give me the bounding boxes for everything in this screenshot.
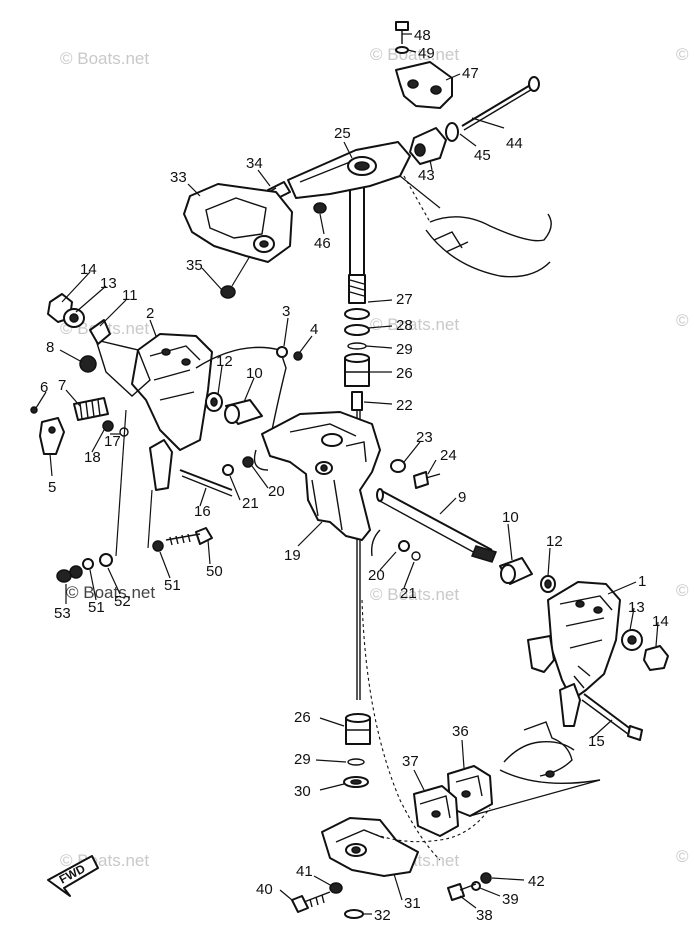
- clamp-bracket-right: [527, 581, 621, 727]
- callout-label: 28: [396, 317, 413, 334]
- callout-label: 20: [268, 483, 285, 500]
- callout-label: 49: [418, 45, 435, 62]
- callout-label: 34: [246, 155, 263, 172]
- callout-label: 25: [334, 125, 351, 142]
- callout-label: 23: [416, 429, 433, 446]
- callout-label: 41: [296, 863, 313, 880]
- callout-label: 13: [100, 275, 117, 292]
- tilt-tube: [376, 488, 498, 563]
- shaft-stack-lower: [343, 713, 371, 788]
- callout-label: 37: [402, 753, 419, 770]
- mount-brackets-36-37: [413, 765, 493, 837]
- callout-label: 35: [186, 257, 203, 274]
- callout-label: 51: [164, 577, 181, 594]
- callout-label: 15: [588, 733, 605, 750]
- watermark: © Boats.net: [676, 581, 694, 600]
- nuts-46-35: [220, 202, 327, 299]
- parts-42-39-38: [447, 872, 492, 901]
- bushings-left: [195, 346, 303, 441]
- callout-label: 32: [374, 907, 391, 924]
- cowling-fragment-top: [403, 175, 552, 278]
- lower-mount: [321, 599, 491, 877]
- callout-label: 43: [418, 167, 435, 184]
- callout-label: 40: [256, 881, 273, 898]
- watermark: © Boats.net: [370, 585, 459, 604]
- top-bolt-assembly: [395, 21, 453, 109]
- callout-label: 12: [216, 353, 233, 370]
- steering-bracket: [287, 141, 441, 209]
- callout-label: 47: [462, 65, 479, 82]
- callout-label: 39: [502, 891, 519, 908]
- watermark: © Boats.net: [66, 583, 155, 602]
- callout-label: 42: [528, 873, 545, 890]
- callout-label: 17: [104, 433, 121, 450]
- callout-label: 48: [414, 27, 431, 44]
- watermark: © Boats.net: [676, 45, 694, 64]
- watermark: © Boats.net: [676, 847, 694, 866]
- parts-40-41-32: [291, 882, 364, 919]
- shaft-stack-upper: [344, 308, 370, 411]
- swivel-bracket: [261, 411, 381, 541]
- callout-label: 8: [46, 339, 54, 356]
- callout-label: 11: [122, 287, 138, 304]
- callout-label: 26: [396, 365, 413, 382]
- watermark: © Boats.net: [676, 311, 694, 330]
- tiller-bracket: [183, 183, 293, 287]
- right-small-parts: [621, 629, 669, 671]
- callout-label: 21: [242, 495, 259, 512]
- parts-23-24: [390, 459, 441, 489]
- spring-and-lever: [30, 397, 129, 455]
- watermark: © Boats.net: [370, 45, 459, 64]
- right-bushings: [370, 529, 556, 593]
- clamp-bracket-left: [94, 333, 213, 491]
- callout-label: 51: [88, 599, 105, 616]
- callout-label: 14: [652, 613, 669, 630]
- watermark: © Boats.net: [60, 49, 149, 68]
- callout-label: 26: [294, 709, 311, 726]
- callout-label: 7: [58, 377, 66, 394]
- callout-label: 31: [404, 895, 421, 912]
- callout-label: 44: [506, 135, 523, 152]
- callout-label: 38: [476, 907, 493, 924]
- callout-label: 21: [400, 585, 417, 602]
- callout-label: 14: [80, 261, 97, 278]
- left-small-parts: [47, 293, 111, 373]
- callout-label: 52: [114, 593, 131, 610]
- bolt-50-assembly: [56, 409, 213, 583]
- callout-label: 27: [396, 291, 413, 308]
- bolt-15: [581, 693, 643, 741]
- callout-label: 12: [546, 533, 563, 550]
- callout-label: 22: [396, 397, 413, 414]
- callout-label: 29: [396, 341, 413, 358]
- callout-label: 9: [458, 489, 466, 506]
- parts-20-21-16: [179, 449, 269, 497]
- callout-label: 13: [628, 599, 645, 616]
- callout-label: 20: [368, 567, 385, 584]
- callout-label: 10: [502, 509, 519, 526]
- callout-label: 4: [310, 321, 318, 338]
- callout-labels: 48 49 47 44 45 43 25 34 33 46 35 14 13 1…: [40, 27, 669, 924]
- callout-label: 1: [638, 573, 646, 590]
- callout-label: 30: [294, 783, 311, 800]
- callout-label: 29: [294, 751, 311, 768]
- callout-label: 46: [314, 235, 331, 252]
- callout-label: 16: [194, 503, 211, 520]
- watermark: © Boats.net: [370, 315, 459, 334]
- callout-label: 53: [54, 605, 71, 622]
- callout-label: 19: [284, 547, 301, 564]
- leader-lines: [35, 33, 659, 915]
- callout-label: 50: [206, 563, 223, 580]
- callout-label: 3: [282, 303, 290, 320]
- callout-label: 6: [40, 379, 48, 396]
- callout-label: 2: [146, 305, 154, 322]
- callout-label: 45: [474, 147, 491, 164]
- callout-label: 10: [246, 365, 263, 382]
- callout-label: 18: [84, 449, 101, 466]
- cowling-fragment-lower: [469, 721, 601, 817]
- callout-label: 24: [440, 447, 457, 464]
- callout-label: 36: [452, 723, 469, 740]
- callout-label: 33: [170, 169, 187, 186]
- callout-label: 5: [48, 479, 56, 496]
